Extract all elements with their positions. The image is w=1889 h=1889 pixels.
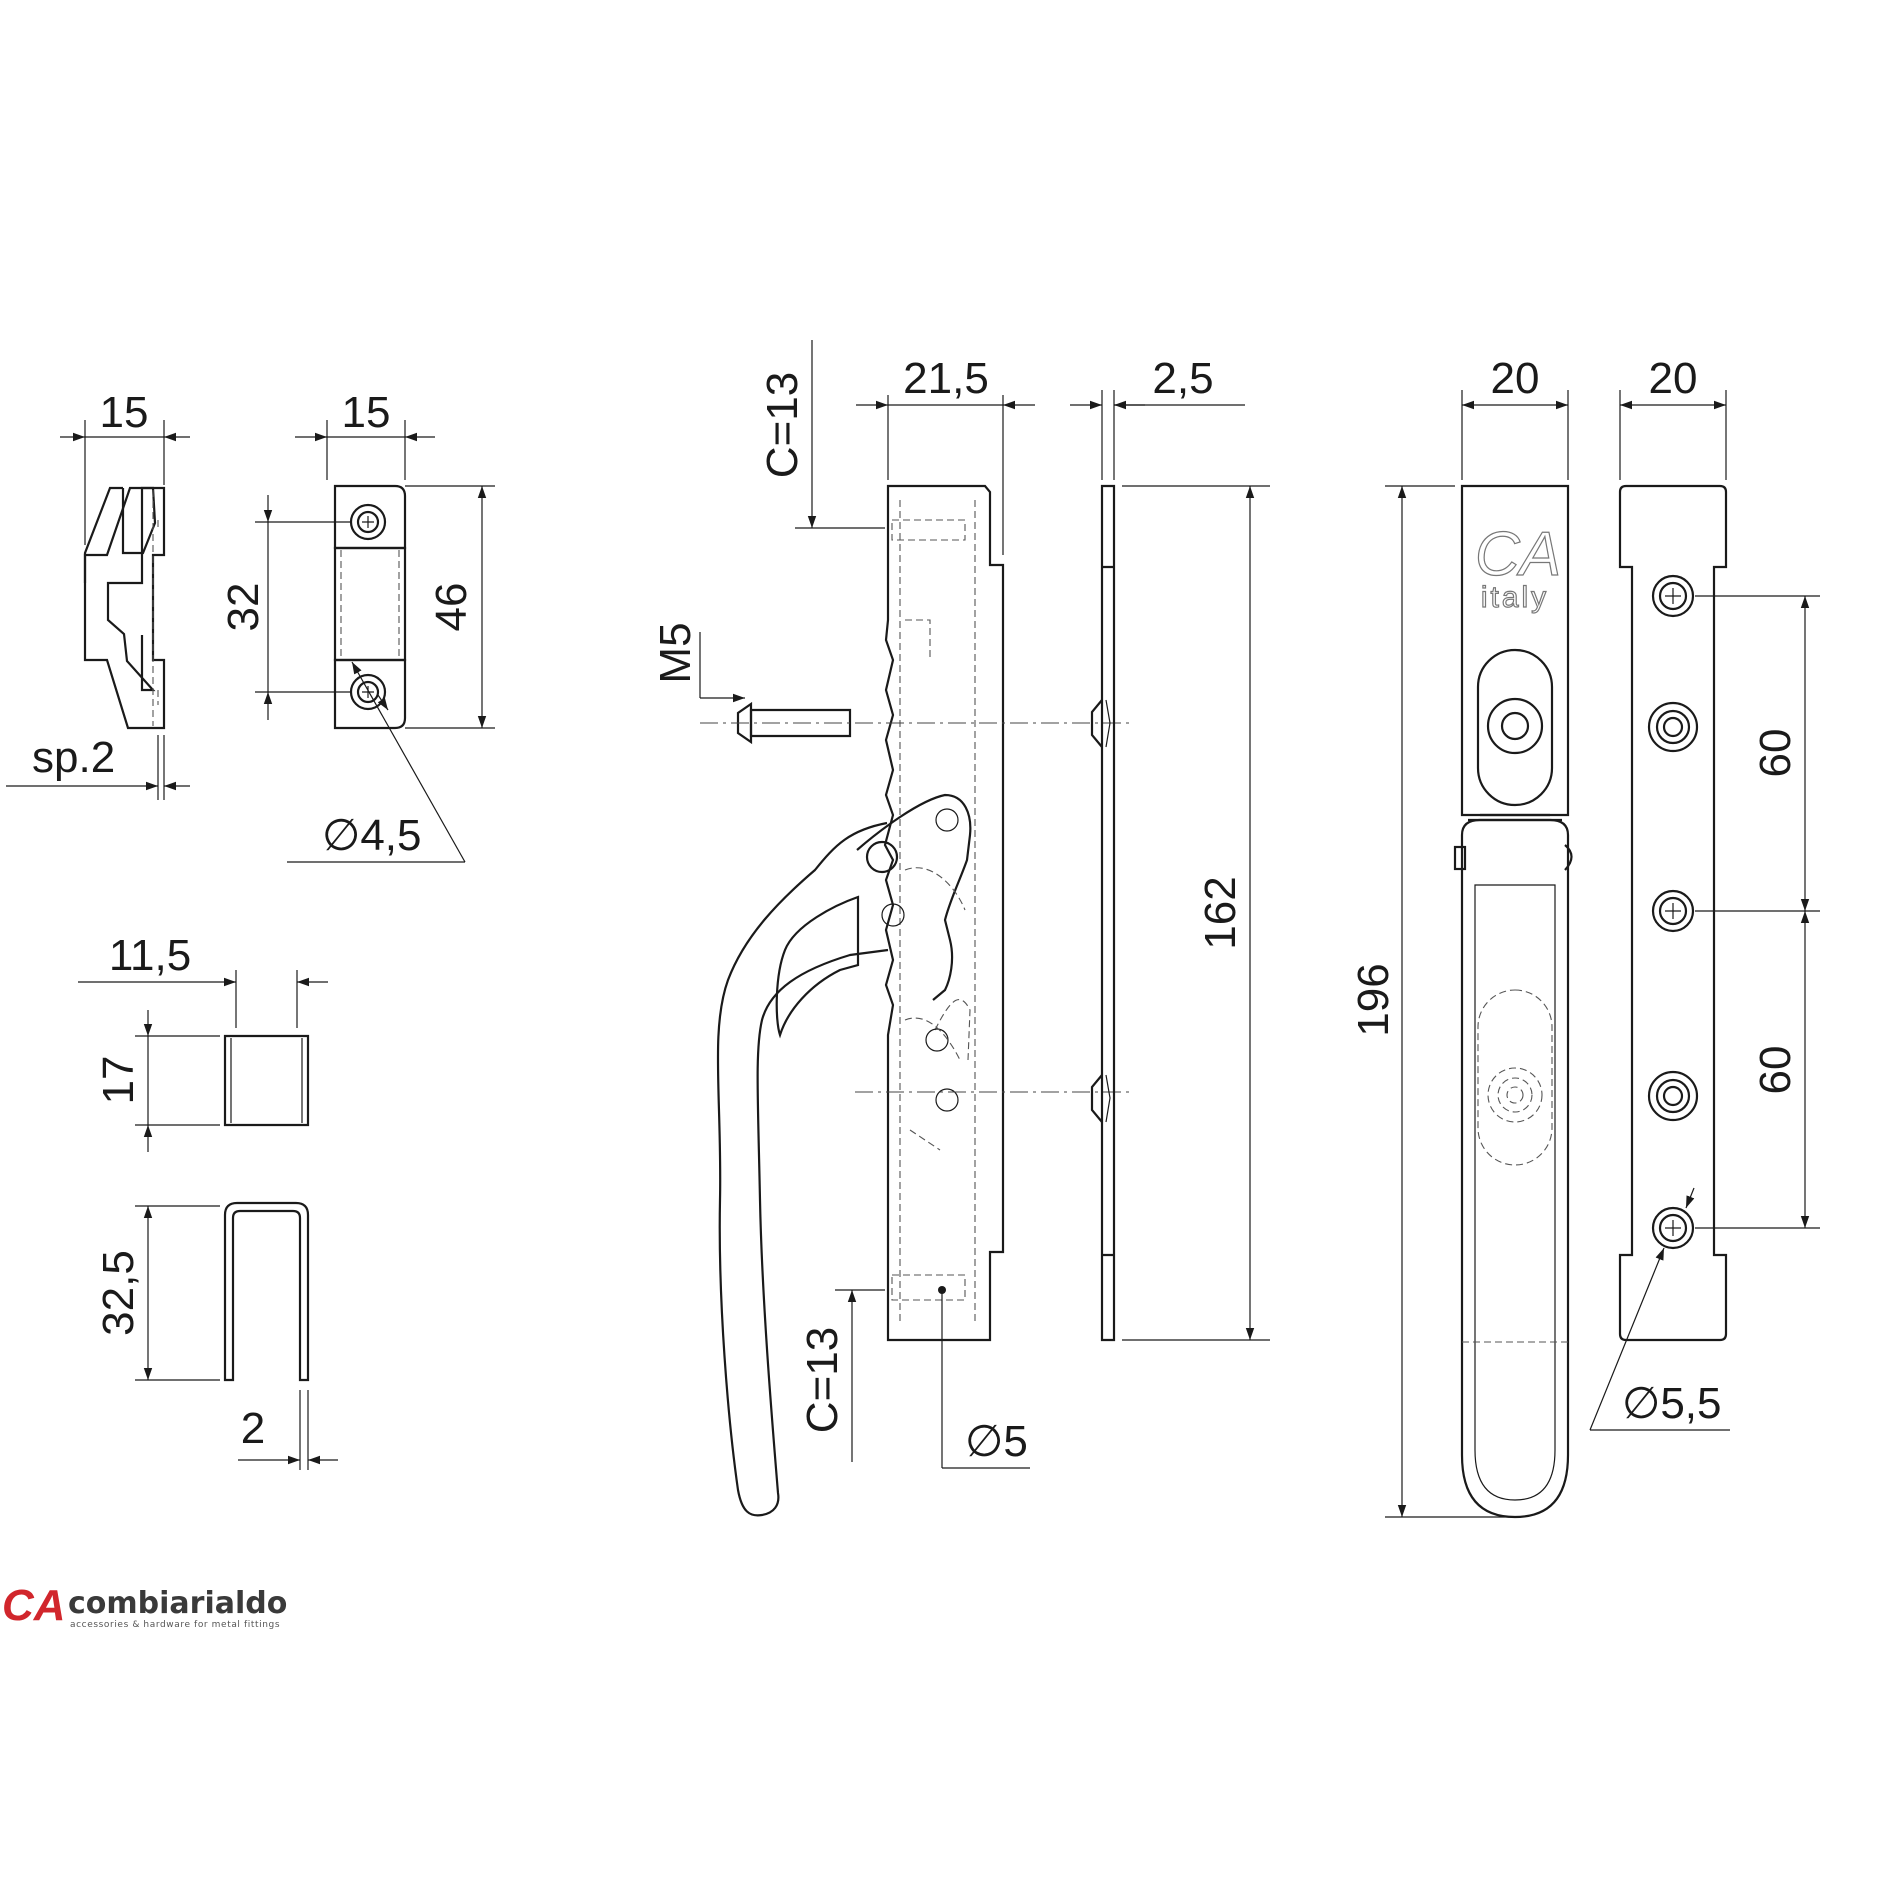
plate-thickness-label: 2,5 [1152, 354, 1213, 403]
body-width-label: 21,5 [903, 354, 989, 403]
keeper-side-width-label: 15 [100, 388, 149, 437]
plate-length-label: 162 [1196, 876, 1245, 949]
spacer-width-label: 11,5 [109, 931, 191, 980]
clip-thickness-label: 2 [241, 1404, 265, 1453]
overall-length-label: 196 [1349, 963, 1398, 1036]
brand-emboss: CA [1475, 520, 1561, 589]
handle-front-view: CA italy 20 196 [1349, 354, 1573, 1519]
spacer-height-label: 17 [94, 1056, 143, 1105]
back-width-label: 20 [1649, 354, 1698, 403]
brand-logo: CA combiarialdo accessories & hardware f… [2, 1581, 287, 1630]
hole-spacing-upper-label: 60 [1751, 729, 1800, 778]
back-hole-diameter-label: ∅5,5 [1622, 1379, 1722, 1428]
hole-spacing-lower-label: 60 [1751, 1046, 1800, 1095]
keeper-front-width-label: 15 [342, 388, 391, 437]
keeper-side-view: 15 sp.2 [6, 388, 190, 800]
keeper-height-label: 46 [427, 583, 476, 632]
pin-diameter-label: ∅5 [965, 1417, 1028, 1466]
c-top-label: C=13 [758, 372, 807, 478]
logo-name: combiarialdo [68, 1586, 287, 1621]
logo-mark: CA [2, 1581, 66, 1630]
origin-emboss: italy [1481, 581, 1549, 614]
handle-side-view: M5 21,5 C=13 C=13 ∅5 [651, 340, 1130, 1517]
front-width-label: 20 [1491, 354, 1540, 403]
keeper-thickness-label: sp.2 [32, 733, 115, 782]
plate-front-view: 20 60 60 ∅5,5 [1589, 354, 1820, 1431]
keeper-front-view: 15 32 46 ∅4,5 [219, 388, 495, 863]
keeper-hole-diameter-label: ∅4,5 [322, 811, 422, 860]
spacer-part: 11,5 17 [78, 931, 328, 1152]
clip-part: 32,5 2 [94, 1201, 338, 1470]
plate-side-view: 2,5 162 [1070, 354, 1270, 1342]
clip-height-label: 32,5 [94, 1250, 143, 1336]
screw-thread-label: M5 [651, 622, 700, 683]
keeper-hole-spacing-label: 32 [219, 583, 268, 632]
c-bottom-label: C=13 [798, 1327, 847, 1433]
logo-tagline: accessories & hardware for metal fitting… [70, 1620, 280, 1630]
